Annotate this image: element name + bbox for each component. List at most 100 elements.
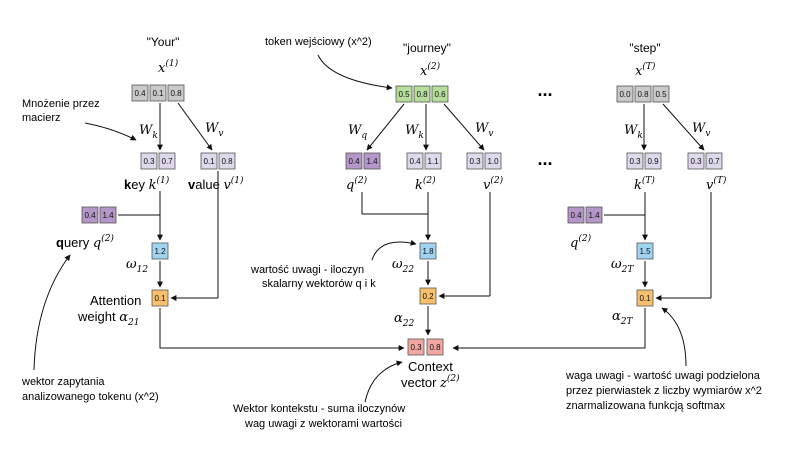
attention-score-omega12 xyxy=(151,242,169,260)
vector-cell xyxy=(149,84,167,102)
arrow-weighted-v1-to-context xyxy=(159,308,405,351)
annotation-arrow xyxy=(317,54,393,91)
vector-cell xyxy=(395,85,413,103)
vector-cell-value: 1.4 xyxy=(366,157,378,166)
input-vector-x1: 0.4 0.1 0.8 xyxy=(131,84,185,102)
input-vector-xT: 0.0 0.8 0.5 xyxy=(616,85,670,103)
value-vector-v1: 0.1 0.8 xyxy=(200,152,236,170)
vector-cell xyxy=(705,152,723,170)
vector-cell-value: 0.0 xyxy=(619,90,631,99)
attention-weight-alpha22 xyxy=(419,287,437,305)
vector-cell xyxy=(99,206,117,224)
key-vector-k1: 0.3 0.7 xyxy=(140,152,176,170)
annotation-text: wektor zapytania xyxy=(21,376,105,388)
vector-cell xyxy=(567,206,585,224)
vector-cell-value: 0.4 xyxy=(409,157,421,166)
vector-cell-value: 0.7 xyxy=(708,157,720,166)
kT-label: k(T) xyxy=(634,175,655,193)
attention-weight-alpha2T xyxy=(636,289,654,307)
vector-cell xyxy=(652,85,670,103)
ellipsis-top: ... xyxy=(537,80,552,100)
vector-cell-value: 0.3 xyxy=(143,157,155,166)
attention-weight-value: 0.1 xyxy=(154,294,166,303)
vector-cell-value: 0.4 xyxy=(570,211,582,220)
vector-cell-value: 0.3 xyxy=(690,157,702,166)
input-label-x2: x(2) xyxy=(420,61,441,79)
vector-cell xyxy=(431,85,449,103)
arrow-xT-to-vT xyxy=(662,103,705,151)
k2-label: k(2) xyxy=(415,175,436,193)
annotation-query-vector: wektor zapytania analizowanego tokenu (x… xyxy=(21,254,159,403)
alpha22-label: α22 xyxy=(394,311,415,329)
annotation-arrow xyxy=(661,307,687,367)
word-journey: "journey" xyxy=(403,41,451,55)
column-your: "Your" x(1) 0.4 0.1 0.8 Wk Wv 0.3 0.7 0.… xyxy=(56,35,405,351)
q2-label-step: q(2) xyxy=(570,233,592,251)
weight-label-wvT: Wv xyxy=(692,121,710,139)
context-label-1: Context xyxy=(408,359,453,374)
annotation-text: Wektor kontekstu - suma iloczynów xyxy=(233,403,405,415)
query-vector-q2-copy: 0.4 1.4 xyxy=(81,206,117,224)
weight-label-wv: Wv xyxy=(205,121,223,139)
vector-cell-value: 0.5 xyxy=(398,90,410,99)
key-vector-k2: 0.4 1.1 xyxy=(406,152,442,170)
vector-cell-value: 0.1 xyxy=(203,157,215,166)
vector-cell-value: 0.8 xyxy=(221,157,233,166)
word-step: "step" xyxy=(629,41,660,55)
value-label: value v(1) xyxy=(188,175,244,193)
vector-cell-value: 0.8 xyxy=(637,90,649,99)
vector-cell xyxy=(687,152,705,170)
query-vector-q2-copy-step: 0.4 1.4 xyxy=(567,206,603,224)
vector-cell-value: 1.1 xyxy=(427,157,439,166)
vector-cell xyxy=(406,152,424,170)
annotation-arrow xyxy=(364,360,403,403)
attention-weight-value: 0.2 xyxy=(422,292,434,301)
annotation-context-vector: Wektor kontekstu - suma iloczynów wag uw… xyxy=(233,360,405,430)
attention-score-omega22 xyxy=(419,242,437,260)
annotation-text: macierz xyxy=(22,112,61,124)
vector-cell xyxy=(407,338,425,356)
vector-cell xyxy=(345,152,363,170)
key-label: key k(1) xyxy=(124,175,170,193)
annotation-attention-weight: waga uwagi - wartość uwagi podzielona pr… xyxy=(565,307,762,412)
ellipsis-middle: ... xyxy=(537,149,552,169)
vector-cell-value: 0.8 xyxy=(429,343,441,352)
vector-cell-value: 1.4 xyxy=(588,211,600,220)
query-label: query q(2) xyxy=(56,233,114,251)
vector-cell-value: 1.4 xyxy=(102,211,114,220)
omega2T-label: ω2T xyxy=(611,257,634,275)
vT-label: v(T) xyxy=(706,175,727,193)
weight-label-wk: Wk xyxy=(139,123,158,141)
vector-cell xyxy=(466,152,484,170)
arrow-x2-to-v2 xyxy=(443,103,485,151)
vector-cell xyxy=(200,152,218,170)
alpha2T-label: α2T xyxy=(612,309,634,327)
vector-cell xyxy=(426,338,444,356)
key-vector-kT: 0.3 0.9 xyxy=(626,152,662,170)
vector-cell xyxy=(424,152,442,170)
annotation-text: analizowanego tokenu (x^2) xyxy=(22,391,159,403)
vector-cell-value: 0.5 xyxy=(655,90,667,99)
vector-cell-value: 0.3 xyxy=(410,343,422,352)
attention-weight-alpha21 xyxy=(151,289,169,307)
vector-cell xyxy=(218,152,236,170)
vector-cell-value: 1.0 xyxy=(487,157,499,166)
attention-weight-label: Attention xyxy=(90,293,141,308)
context-vector: 0.3 0.8 Context vector z(2) xyxy=(401,338,460,391)
annotation-text: skalarny wektorów q i k xyxy=(262,278,376,290)
attention-score-value: 1.5 xyxy=(639,247,651,256)
vector-cell-value: 0.4 xyxy=(348,157,360,166)
vector-cell xyxy=(616,85,634,103)
vector-cell xyxy=(363,152,381,170)
context-label-2: vector z(2) xyxy=(401,373,460,391)
annotation-arrow xyxy=(33,254,71,371)
vector-cell xyxy=(167,84,185,102)
attention-score-value: 1.2 xyxy=(154,247,166,256)
annotation-text: przez pierwiastek z liczby wymiarów x^2 xyxy=(566,385,762,397)
vector-cell xyxy=(585,206,603,224)
weight-label-wk2: Wk xyxy=(405,123,424,141)
attention-weight-label-2: weight α21 xyxy=(77,309,139,328)
value-vector-v2: 0.3 1.0 xyxy=(466,152,502,170)
input-vector-x2: 0.5 0.8 0.6 xyxy=(395,85,449,103)
